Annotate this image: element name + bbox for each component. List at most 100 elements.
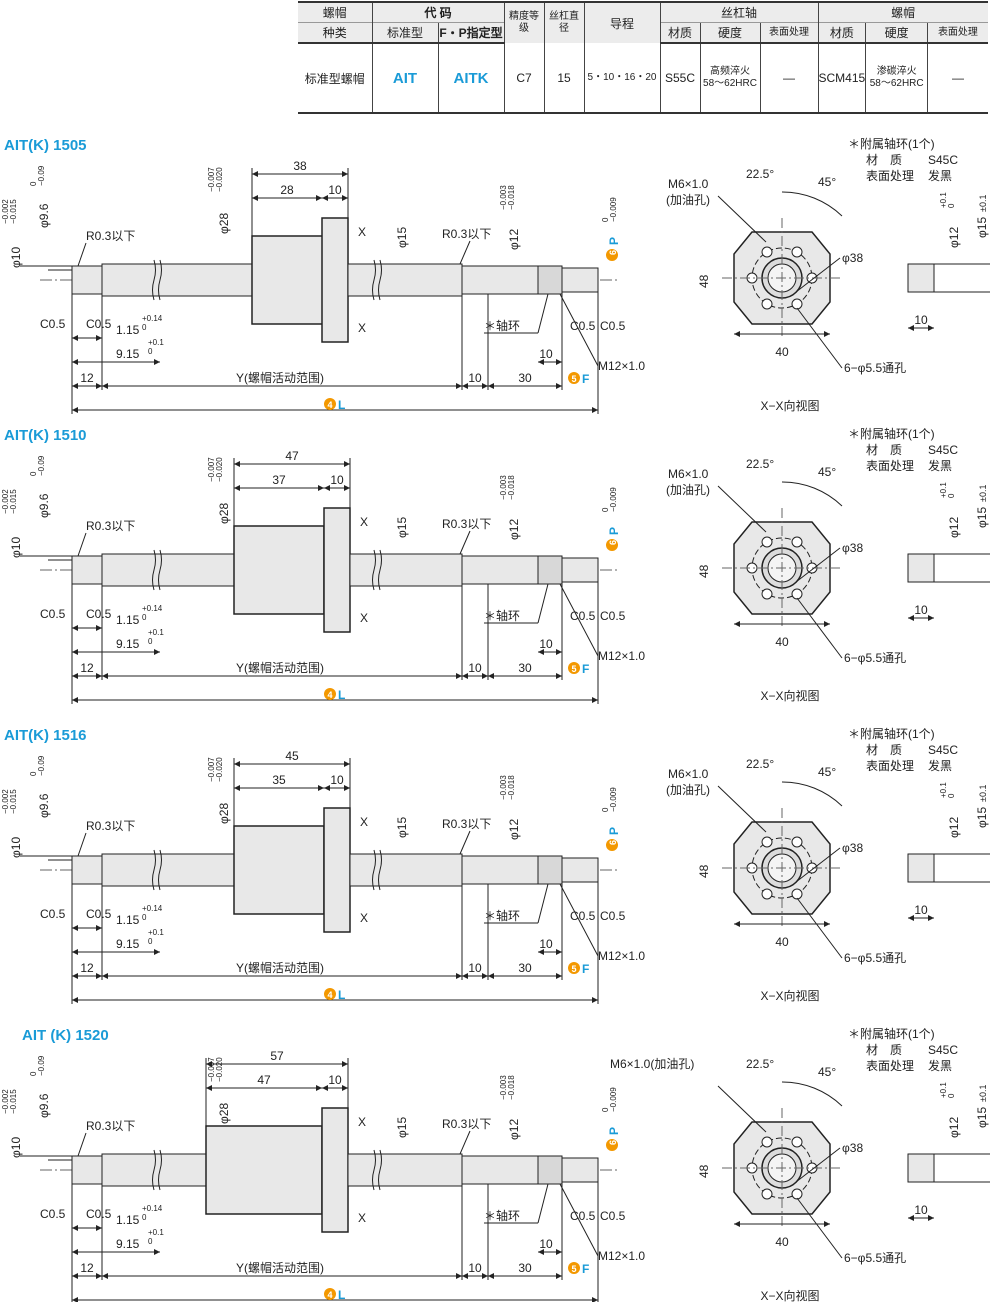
shaft-end-left <box>71 855 103 885</box>
th-standard: 标准型 <box>371 22 438 44</box>
arrow-head <box>96 1225 102 1231</box>
marker-f-badge <box>568 962 580 974</box>
note-c05: C0.5 <box>40 607 66 621</box>
dim-flange: 10 <box>330 473 344 487</box>
ring-d15-tol: ±0.1 <box>978 195 988 212</box>
tol-lower: −0.09 <box>37 165 46 186</box>
th-surface: 表面处理 <box>759 22 818 44</box>
dim-collar-width: 10 <box>539 1237 553 1251</box>
note-c05: C0.5 <box>600 1209 626 1223</box>
ring-d15: φ15 <box>975 1107 989 1128</box>
dim-115: 1.15 <box>116 913 140 927</box>
note-c05: C0.5 <box>86 907 112 921</box>
arrow-head <box>556 1273 562 1279</box>
section-mark: X <box>358 1211 366 1225</box>
ring-d15: φ15 <box>975 507 989 528</box>
dim-12: 12 <box>80 1261 94 1275</box>
line <box>77 532 87 557</box>
angle-22-5: 22.5° <box>746 1057 774 1071</box>
angle-arc <box>781 1081 843 1107</box>
dim-nut-length: 47 <box>285 449 299 463</box>
line <box>559 883 599 957</box>
arrow-head <box>322 195 328 201</box>
arrow-head <box>318 785 324 791</box>
tol-lower: −0.020 <box>215 457 224 482</box>
tol-lower: −0.015 <box>9 1089 18 1114</box>
dim-d10: φ10 <box>9 537 23 558</box>
nut-body <box>233 825 325 915</box>
break-mark <box>152 849 156 891</box>
shaft-journal <box>461 1155 539 1185</box>
shaft-left <box>101 553 235 587</box>
tol-upper: +0.14 <box>142 904 163 913</box>
dim-915: 9.15 <box>116 937 140 951</box>
arrow-head <box>538 949 544 955</box>
dim-10: 10 <box>468 961 482 975</box>
dim-115: 1.15 <box>116 1213 140 1227</box>
ring-d15-tol: ±0.1 <box>978 485 988 502</box>
th-hardness: 硬度 <box>699 22 760 44</box>
marker-f-letter: F <box>582 372 589 386</box>
note-c05: C0.5 <box>40 907 66 921</box>
dim-10: 10 <box>468 371 482 385</box>
arrow-head <box>592 1297 598 1302</box>
line <box>717 195 767 243</box>
dim-12: 12 <box>80 371 94 385</box>
drawing-title: AIT(K) 1516 <box>4 727 87 744</box>
arrow-head <box>72 1249 78 1255</box>
arrow-head <box>456 1273 462 1279</box>
arrow-head <box>456 383 462 389</box>
tol-upper: −0.003 <box>499 475 508 500</box>
dim-d12: φ12 <box>507 519 521 540</box>
tol-lower: −0.09 <box>37 455 46 476</box>
arrow-head <box>316 1085 322 1091</box>
arrow-head <box>488 673 494 679</box>
collar <box>537 855 563 885</box>
note-thread: M12×1.0 <box>598 359 645 373</box>
arrow-head <box>908 325 914 331</box>
tol-lower: −0.018 <box>507 475 516 500</box>
tol-lower: −0.020 <box>215 757 224 782</box>
p-letter: P <box>607 1127 621 1135</box>
line <box>459 240 471 265</box>
tol-lower: 0 <box>947 493 956 498</box>
arrow-head <box>824 331 830 337</box>
angle-45: 45° <box>818 765 836 779</box>
arrow-head <box>316 195 322 201</box>
section-mark: X <box>358 225 366 239</box>
bolt-hole <box>791 588 803 600</box>
arrow-head <box>538 359 544 365</box>
arrow-head <box>322 1085 328 1091</box>
arrow-head <box>72 335 78 341</box>
note-collar: ＊轴环 <box>484 908 520 923</box>
tol-upper: 0 <box>601 807 610 812</box>
dim-12: 12 <box>80 661 94 675</box>
tol-lower: −0.018 <box>507 185 516 210</box>
note-c05: C0.5 <box>600 909 626 923</box>
arrow-head <box>102 1273 108 1279</box>
angle-22-5: 22.5° <box>746 457 774 471</box>
drawing-title: AIT(K) 1505 <box>4 137 87 154</box>
line <box>559 583 599 657</box>
note-c05: C0.5 <box>40 1207 66 1221</box>
dim-flange: 10 <box>330 773 344 787</box>
line <box>796 597 843 659</box>
tol-lower: 0 <box>142 1213 147 1222</box>
angle-45: 45° <box>818 175 836 189</box>
tol-lower: 0 <box>142 613 147 622</box>
collar-side <box>907 553 935 583</box>
p-badge <box>606 1139 618 1151</box>
marker-l-letter: L <box>338 398 345 412</box>
acc-title: ＊附属轴环(1个) <box>848 136 935 151</box>
p-letter: P <box>607 827 621 835</box>
arrow-head <box>928 325 934 331</box>
dim-d10: φ10 <box>9 247 23 268</box>
break-mark <box>158 1149 162 1191</box>
dim-30: 30 <box>518 961 532 975</box>
dim-115: 1.15 <box>116 323 140 337</box>
nut-flange <box>323 807 351 933</box>
arrow-head <box>342 1085 348 1091</box>
marker-f-num: 5 <box>571 374 576 384</box>
